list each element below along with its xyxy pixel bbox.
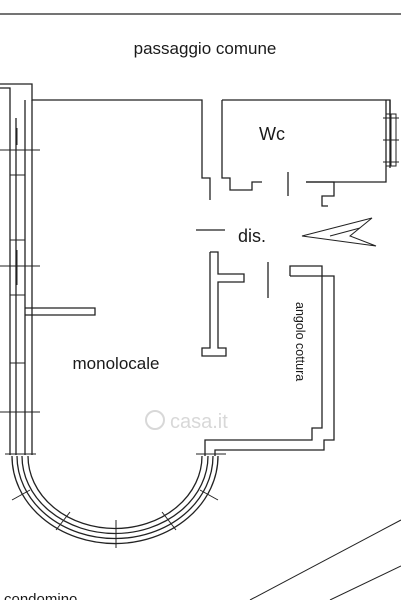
bay-window bbox=[5, 453, 226, 548]
studio-label: monolocale bbox=[73, 354, 160, 373]
bottom-label: condomino bbox=[4, 591, 77, 600]
boundary-diagonal bbox=[249, 519, 401, 600]
left-facade bbox=[0, 100, 40, 455]
wc-label: Wc bbox=[259, 124, 285, 144]
entrance-arrow-icon bbox=[301, 217, 377, 247]
wc-window bbox=[383, 113, 399, 167]
watermark-text: casa.it bbox=[170, 411, 228, 433]
boundary-diagonal-2 bbox=[329, 565, 401, 600]
hall-walls bbox=[196, 229, 335, 456]
corridor-label: passaggio comune bbox=[134, 39, 277, 58]
casa-logo-icon bbox=[145, 410, 165, 430]
outer-walls bbox=[0, 83, 391, 207]
partition-stub bbox=[25, 307, 96, 316]
hall-label: dis. bbox=[238, 226, 266, 246]
kitchen-label: angolo cottura bbox=[293, 302, 307, 381]
